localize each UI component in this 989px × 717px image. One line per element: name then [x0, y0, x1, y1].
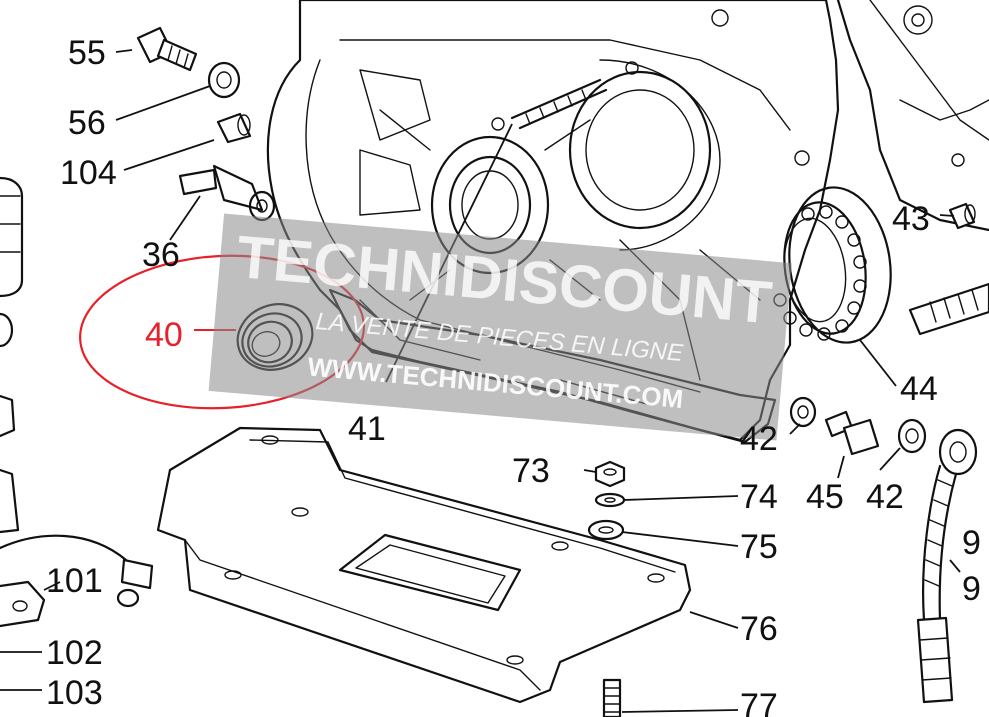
callout-9-upper: 9	[962, 524, 981, 562]
callout-56: 56	[68, 104, 106, 142]
washer-56	[207, 61, 241, 99]
callout-41: 41	[348, 410, 386, 448]
callout-74: 74	[740, 478, 778, 516]
callout-73: 73	[512, 452, 550, 490]
callout-44: 44	[900, 370, 938, 408]
oil-line-9	[916, 428, 978, 704]
callout-103: 103	[46, 674, 103, 712]
stud-77	[602, 678, 622, 717]
bolt-55	[136, 26, 198, 72]
bearing-44	[773, 186, 892, 344]
oil-pan-plate-76	[156, 426, 692, 704]
callout-104: 104	[60, 154, 117, 192]
callout-76: 76	[740, 610, 778, 648]
watermark: TECHNIDISCOUNT LA VENTE DE PIECES EN LIG…	[208, 213, 792, 441]
callout-55: 55	[68, 34, 106, 72]
callout-labels: 55 56 104 36 40 41 43 44 42 42 45 73 74 …	[46, 34, 981, 717]
adjacent-casing	[836, 0, 989, 232]
washer-42-right	[897, 418, 927, 454]
plug-43	[948, 202, 976, 230]
nut-73	[594, 460, 626, 488]
callout-45: 45	[806, 478, 844, 516]
sensor-wire-101	[0, 534, 154, 628]
washer-74	[594, 492, 626, 508]
watermark-band	[208, 213, 792, 441]
callout-77: 77	[740, 687, 778, 717]
washer-42-left	[789, 396, 817, 428]
callout-43: 43	[892, 200, 930, 238]
plug-45	[824, 410, 880, 456]
leader-lines	[0, 49, 961, 713]
callout-102: 102	[46, 634, 103, 672]
callout-42-right: 42	[866, 478, 904, 516]
callout-42-left: 42	[740, 420, 778, 458]
callout-36: 36	[142, 236, 180, 274]
callout-75: 75	[740, 528, 778, 566]
cap-104	[216, 112, 252, 144]
shaft	[908, 282, 989, 336]
callout-40: 40	[145, 316, 183, 354]
left-edge-parts	[0, 176, 24, 534]
callout-9-lower: 9	[962, 570, 981, 608]
washer-75	[587, 519, 625, 541]
sensor-36	[178, 164, 276, 222]
callout-101: 101	[46, 562, 103, 600]
